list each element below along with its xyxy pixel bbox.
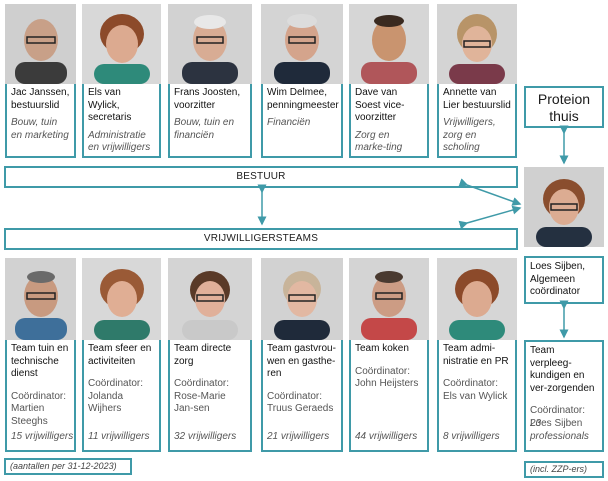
footnote-right-text: (incl. ZZP-ers) [530,464,587,474]
board-member-name: Wim Delmee, penningmeester [267,87,339,111]
vrijwilligersteams-bar: VRIJWILLIGERSTEAMS [4,228,518,250]
board-member-role: Administratie en vrijwilligers [88,129,151,154]
team-count: 21 vrijwilligers [267,430,330,442]
coordinator-name: Loes Sijben, Algemeen coördinator [530,261,586,297]
photo-rose-marie-jansen [168,258,252,340]
footnote-left: (aantallen per 31-12-2023) [4,458,132,475]
team-count: 11 vrijwilligers [88,430,150,442]
team-card: Team verpleeg-kundigen en ver-zorgenden … [524,340,604,452]
board-member-name: Els van Wylick, secretaris [88,87,132,123]
team-name: Team gastvrou-wen en gasthe-ren [267,343,336,379]
board-member-role: Bouw, tuin en marketing [11,117,69,141]
team-count: 15 vrijwilligers [11,430,74,442]
board-member-role: Bouw, tuin en financiën [174,117,235,141]
board-card: Els van Wylick, secretaris Administratie… [82,84,161,158]
team-count: 8 vrijwilligers [443,430,500,442]
photo-wim-delmee [261,4,343,84]
team-card: Team koken Coördinator: John Heijsters 4… [349,340,429,452]
photo-martien-steeghs [5,258,76,340]
board-member-role: Vrijwilligers, zorg en scholing [443,117,496,153]
team-coordinator: Coördinator: Truus Geraeds [267,390,334,415]
team-card: Team sfeer en activiteiten Coördinator: … [82,340,161,452]
photo-els-van-wylick [82,4,161,84]
arrow-bestuur-coordinator [458,178,522,206]
proteion-thuis-box: Proteion thuis [524,86,604,128]
board-card: Jac Janssen, bestuurslid Bouw, tuin en m… [5,84,76,158]
team-count: 32 vrijwilligers [174,430,237,442]
footnote-left-text: (aantallen per 31-12-2023) [10,461,117,471]
board-card: Wim Delmee, penningmeester Financiën [261,84,343,158]
team-coordinator: Coördinator: Els van Wylick [443,378,508,402]
board-member-name: Dave van Soest vice-voorzitter [355,87,405,123]
board-member-role: Zorg en marke-ting [355,129,403,154]
board-member-role: Financiën [267,117,311,128]
team-card: Team admi-nistratie en PR Coördinator: E… [437,340,517,452]
team-name: Team directe zorg [174,343,232,367]
board-card: Annette van Lier bestuurslid Vrijwillige… [437,84,517,158]
photo-dave-van-soest [349,4,429,84]
proteion-thuis-label: Proteion thuis [537,91,591,124]
photo-truus-geraeds [261,258,343,340]
board-member-name: Jac Janssen, bestuurslid [11,87,70,111]
photo-jac-janssen [5,4,76,84]
photo-frans-joosten [168,4,252,84]
board-card: Frans Joosten, voorzitter Bouw, tuin en … [168,84,252,158]
team-card: Team gastvrou-wen en gasthe-ren Coördina… [261,340,343,452]
bestuur-label: BESTUUR [236,171,286,182]
arrow-vrijwilligers-coordinator [458,205,522,230]
board-member-name: Annette van Lier bestuurslid [443,87,511,111]
team-name: Team tuin en technische dienst [11,343,69,379]
photo-loes-sijben [524,167,604,247]
vrijwilligersteams-label: VRIJWILLIGERSTEAMS [203,233,319,244]
team-name: Team sfeer en activiteiten [88,343,152,367]
team-card: Team tuin en technische dienst Coördinat… [5,340,76,452]
team-card: Team directe zorg Coördinator: Rose-Mari… [168,340,252,452]
team-name: Team verpleeg-kundigen en ver-zorgenden [530,345,595,394]
board-member-name: Frans Joosten, voorzitter [174,87,241,111]
photo-annette-van-lier [437,4,517,84]
team-count: 44 vrijwilligers [355,430,418,442]
team-coordinator: Coördinator: Jolanda Wijhers [88,378,144,414]
team-name: Team admi-nistratie en PR [443,343,509,367]
team-coordinator: Coördinator: Loes Sijben [530,405,586,429]
team-count: 23 professionals [530,418,589,442]
photo-john-heijsters [349,258,429,340]
footnote-right: (incl. ZZP-ers) [524,461,604,478]
team-coordinator: Coördinator: John Heijsters [355,365,419,390]
board-card: Dave van Soest vice-voorzitter Zorg en m… [349,84,429,158]
photo-els-van-wylick-team [437,258,517,340]
team-coordinator: Coördinator: Martien Steeghs [11,390,67,427]
team-coordinator: Coördinator: Rose-Marie Jan-sen [174,378,230,414]
photo-jolanda-wijhers [82,258,161,340]
team-name: Team koken [355,343,409,354]
